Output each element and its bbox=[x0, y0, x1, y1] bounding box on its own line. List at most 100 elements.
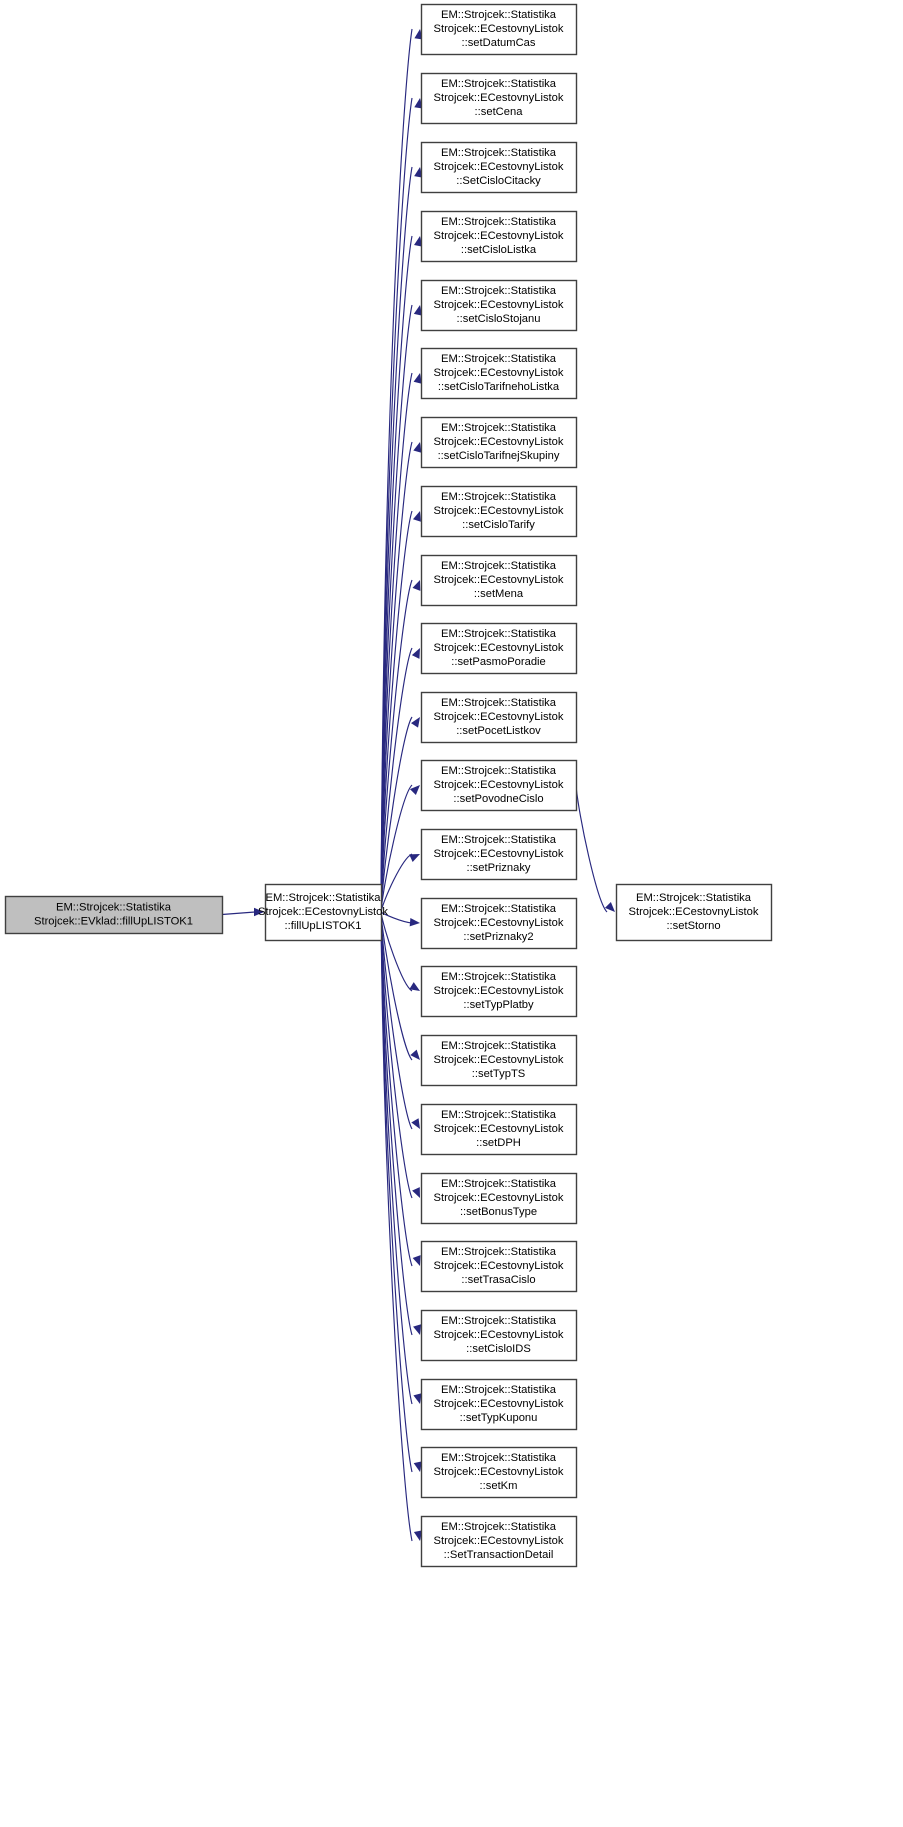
node-settrasacislo-line-2: ::setTrasaCislo bbox=[461, 1274, 535, 1286]
node-setpriznaky-box[interactable] bbox=[420, 828, 578, 881]
edge-mid-to-settransactiondetail-arrowhead-icon bbox=[413, 1530, 423, 1541]
node-mid-line-0: EM::Strojcek::Statistika bbox=[265, 892, 381, 904]
node-setcisloids-line-1: Strojcek::ECestovnyListok bbox=[434, 1329, 564, 1341]
node-settypplatby-line-2: ::setTypPlatby bbox=[463, 999, 534, 1011]
node-setpocetlistkov[interactable]: EM::Strojcek::StatistikaStrojcek::ECesto… bbox=[420, 691, 578, 744]
node-setpasmoporadie-box[interactable] bbox=[420, 622, 578, 675]
node-settypts-line-1: Strojcek::ECestovnyListok bbox=[434, 1054, 564, 1066]
node-setpocetlistkov-line-0: EM::Strojcek::Statistika bbox=[441, 697, 557, 709]
node-mid[interactable]: EM::Strojcek::StatistikaStrojcek::ECesto… bbox=[258, 883, 388, 942]
node-settrasacislo[interactable]: EM::Strojcek::StatistikaStrojcek::ECesto… bbox=[420, 1240, 578, 1293]
node-setdph-box[interactable] bbox=[420, 1103, 578, 1156]
edge-mid-to-setpovodnecislo-line bbox=[380, 784, 413, 913]
node-setpasmoporadie[interactable]: EM::Strojcek::StatistikaStrojcek::ECesto… bbox=[420, 622, 578, 675]
node-settypkuponu[interactable]: EM::Strojcek::StatistikaStrojcek::ECesto… bbox=[420, 1378, 578, 1431]
node-setpasmoporadie-line-0: EM::Strojcek::Statistika bbox=[441, 628, 557, 640]
node-setbonustype[interactable]: EM::Strojcek::StatistikaStrojcek::ECesto… bbox=[420, 1172, 578, 1225]
node-settypts-box[interactable] bbox=[420, 1034, 578, 1087]
node-root-fillupllistok1-line-0: EM::Strojcek::Statistika bbox=[56, 901, 172, 913]
node-settypkuponu-box[interactable] bbox=[420, 1378, 578, 1431]
node-setpriznaky2-box[interactable] bbox=[420, 897, 578, 950]
node-setcislocitacky-line-2: ::SetCisloCitacky bbox=[456, 175, 541, 187]
node-setpriznaky[interactable]: EM::Strojcek::StatistikaStrojcek::ECesto… bbox=[420, 828, 578, 881]
node-setbonustype-box[interactable] bbox=[420, 1172, 578, 1225]
node-setcena-line-1: Strojcek::ECestovnyListok bbox=[434, 92, 564, 104]
node-setpasmoporadie-line-2: ::setPasmoPoradie bbox=[451, 656, 546, 668]
node-setdatumcas[interactable]: EM::Strojcek::StatistikaStrojcek::ECesto… bbox=[420, 3, 578, 56]
node-root-fillupllistok1-line-1: Strojcek::EVklad::fillUpLISTOK1 bbox=[34, 916, 193, 928]
node-setmena-line-0: EM::Strojcek::Statistika bbox=[441, 560, 557, 572]
node-setcena-line-0: EM::Strojcek::Statistika bbox=[441, 78, 557, 90]
node-mid-box[interactable] bbox=[264, 883, 383, 942]
node-setcislotarifnejskupiny[interactable]: EM::Strojcek::StatistikaStrojcek::ECesto… bbox=[420, 416, 578, 469]
node-setcislolistka[interactable]: EM::Strojcek::StatistikaStrojcek::ECesto… bbox=[420, 210, 578, 263]
node-setpasmoporadie-line-1: Strojcek::ECestovnyListok bbox=[434, 642, 564, 654]
node-setpocetlistkov-line-1: Strojcek::ECestovnyListok bbox=[434, 711, 564, 723]
node-setcislotarify-box[interactable] bbox=[420, 485, 578, 538]
node-setcislostojanu[interactable]: EM::Strojcek::StatistikaStrojcek::ECesto… bbox=[420, 279, 578, 332]
node-setpriznaky2-line-1: Strojcek::ECestovnyListok bbox=[434, 917, 564, 929]
node-settrasacislo-box[interactable] bbox=[420, 1240, 578, 1293]
node-setcena-box[interactable] bbox=[420, 72, 578, 125]
edge-mid-to-setpasmoporadie-arrowhead-icon bbox=[411, 648, 420, 659]
node-settypts[interactable]: EM::Strojcek::StatistikaStrojcek::ECesto… bbox=[420, 1034, 578, 1087]
node-tail[interactable]: EM::Strojcek::StatistikaStrojcek::ECesto… bbox=[615, 883, 773, 942]
node-setcislotarifneholistka[interactable]: EM::Strojcek::StatistikaStrojcek::ECesto… bbox=[420, 347, 578, 400]
node-setcislotarify[interactable]: EM::Strojcek::StatistikaStrojcek::ECesto… bbox=[420, 485, 578, 538]
edge-n11-to-tail-line bbox=[575, 784, 608, 913]
node-setcislostojanu-box[interactable] bbox=[420, 279, 578, 332]
node-setcislotarifnejskupiny-line-1: Strojcek::ECestovnyListok bbox=[434, 436, 564, 448]
node-setcislotarifneholistka-line-0: EM::Strojcek::Statistika bbox=[441, 353, 557, 365]
node-setpriznaky-line-1: Strojcek::ECestovnyListok bbox=[434, 848, 564, 860]
node-setpovodnecislo[interactable]: EM::Strojcek::StatistikaStrojcek::ECesto… bbox=[420, 759, 578, 812]
node-setkm[interactable]: EM::Strojcek::StatistikaStrojcek::ECesto… bbox=[420, 1446, 578, 1499]
node-setpovodnecislo-line-2: ::setPovodneCislo bbox=[453, 793, 543, 805]
node-setkm-box[interactable] bbox=[420, 1446, 578, 1499]
edge-mid-to-setbonustype-line bbox=[380, 911, 413, 1199]
node-root-fillupllistok1-box[interactable] bbox=[4, 895, 224, 935]
node-setdph[interactable]: EM::Strojcek::StatistikaStrojcek::ECesto… bbox=[420, 1103, 578, 1156]
node-setdatumcas-line-2: ::setDatumCas bbox=[462, 37, 536, 49]
node-setdatumcas-box[interactable] bbox=[420, 3, 578, 56]
node-setkm-line-0: EM::Strojcek::Statistika bbox=[441, 1452, 557, 1464]
node-setcisloids[interactable]: EM::Strojcek::StatistikaStrojcek::ECesto… bbox=[420, 1309, 578, 1362]
node-setpocetlistkov-box[interactable] bbox=[420, 691, 578, 744]
edge-mid-to-setcislostojanu-arrowhead-icon bbox=[413, 305, 423, 316]
node-settypplatby[interactable]: EM::Strojcek::StatistikaStrojcek::ECesto… bbox=[420, 965, 578, 1018]
node-setcislolistka-line-2: ::setCisloListka bbox=[461, 244, 537, 256]
edge-mid-to-setcislolistka-arrowhead-icon bbox=[414, 236, 423, 247]
node-setpovodnecislo-line-1: Strojcek::ECestovnyListok bbox=[434, 779, 564, 791]
node-setcislotarifnejskupiny-box[interactable] bbox=[420, 416, 578, 469]
node-setcislocitacky-box[interactable] bbox=[420, 141, 578, 194]
node-setbonustype-line-0: EM::Strojcek::Statistika bbox=[441, 1178, 557, 1190]
node-settransactiondetail[interactable]: EM::Strojcek::StatistikaStrojcek::ECesto… bbox=[420, 1515, 578, 1568]
node-setcisloids-box[interactable] bbox=[420, 1309, 578, 1362]
node-setmena[interactable]: EM::Strojcek::StatistikaStrojcek::ECesto… bbox=[420, 554, 578, 607]
node-setcena[interactable]: EM::Strojcek::StatistikaStrojcek::ECesto… bbox=[420, 72, 578, 125]
node-setcislolistka-line-0: EM::Strojcek::Statistika bbox=[441, 216, 557, 228]
edge-mid-to-setcislotarify-line bbox=[380, 510, 413, 913]
node-setpovodnecislo-box[interactable] bbox=[420, 759, 578, 812]
edge-mid-to-setbonustype-arrowhead-icon bbox=[412, 1187, 420, 1198]
node-setpriznaky2[interactable]: EM::Strojcek::StatistikaStrojcek::ECesto… bbox=[420, 897, 578, 950]
node-root-fillupllistok1[interactable]: EM::Strojcek::StatistikaStrojcek::EVklad… bbox=[4, 895, 224, 935]
node-tail-box[interactable] bbox=[615, 883, 773, 942]
edge-mid-to-setpriznaky bbox=[380, 853, 420, 913]
node-setmena-line-2: ::setMena bbox=[474, 588, 524, 600]
node-settransactiondetail-box[interactable] bbox=[420, 1515, 578, 1568]
node-settrasacislo-line-1: Strojcek::ECestovnyListok bbox=[434, 1260, 564, 1272]
edge-mid-to-setdatumcas-arrowhead-icon bbox=[414, 29, 423, 40]
node-mid-line-1: Strojcek::ECestovnyListok bbox=[258, 906, 388, 918]
edge-n11-to-tail-arrowhead-icon bbox=[604, 901, 615, 912]
node-setmena-line-1: Strojcek::ECestovnyListok bbox=[434, 574, 564, 586]
node-setcislocitacky[interactable]: EM::Strojcek::StatistikaStrojcek::ECesto… bbox=[420, 141, 578, 194]
edge-mid-to-settypts bbox=[380, 911, 420, 1061]
node-setcislolistka-box[interactable] bbox=[420, 210, 578, 263]
node-setcisloids-line-0: EM::Strojcek::Statistika bbox=[441, 1315, 557, 1327]
edge-root-to-mid-line bbox=[221, 911, 256, 916]
node-setcislotarifneholistka-box[interactable] bbox=[420, 347, 578, 400]
node-settypplatby-box[interactable] bbox=[420, 965, 578, 1018]
node-setmena-box[interactable] bbox=[420, 554, 578, 607]
edge-mid-to-setpriznaky2-arrowhead-icon bbox=[409, 917, 420, 927]
